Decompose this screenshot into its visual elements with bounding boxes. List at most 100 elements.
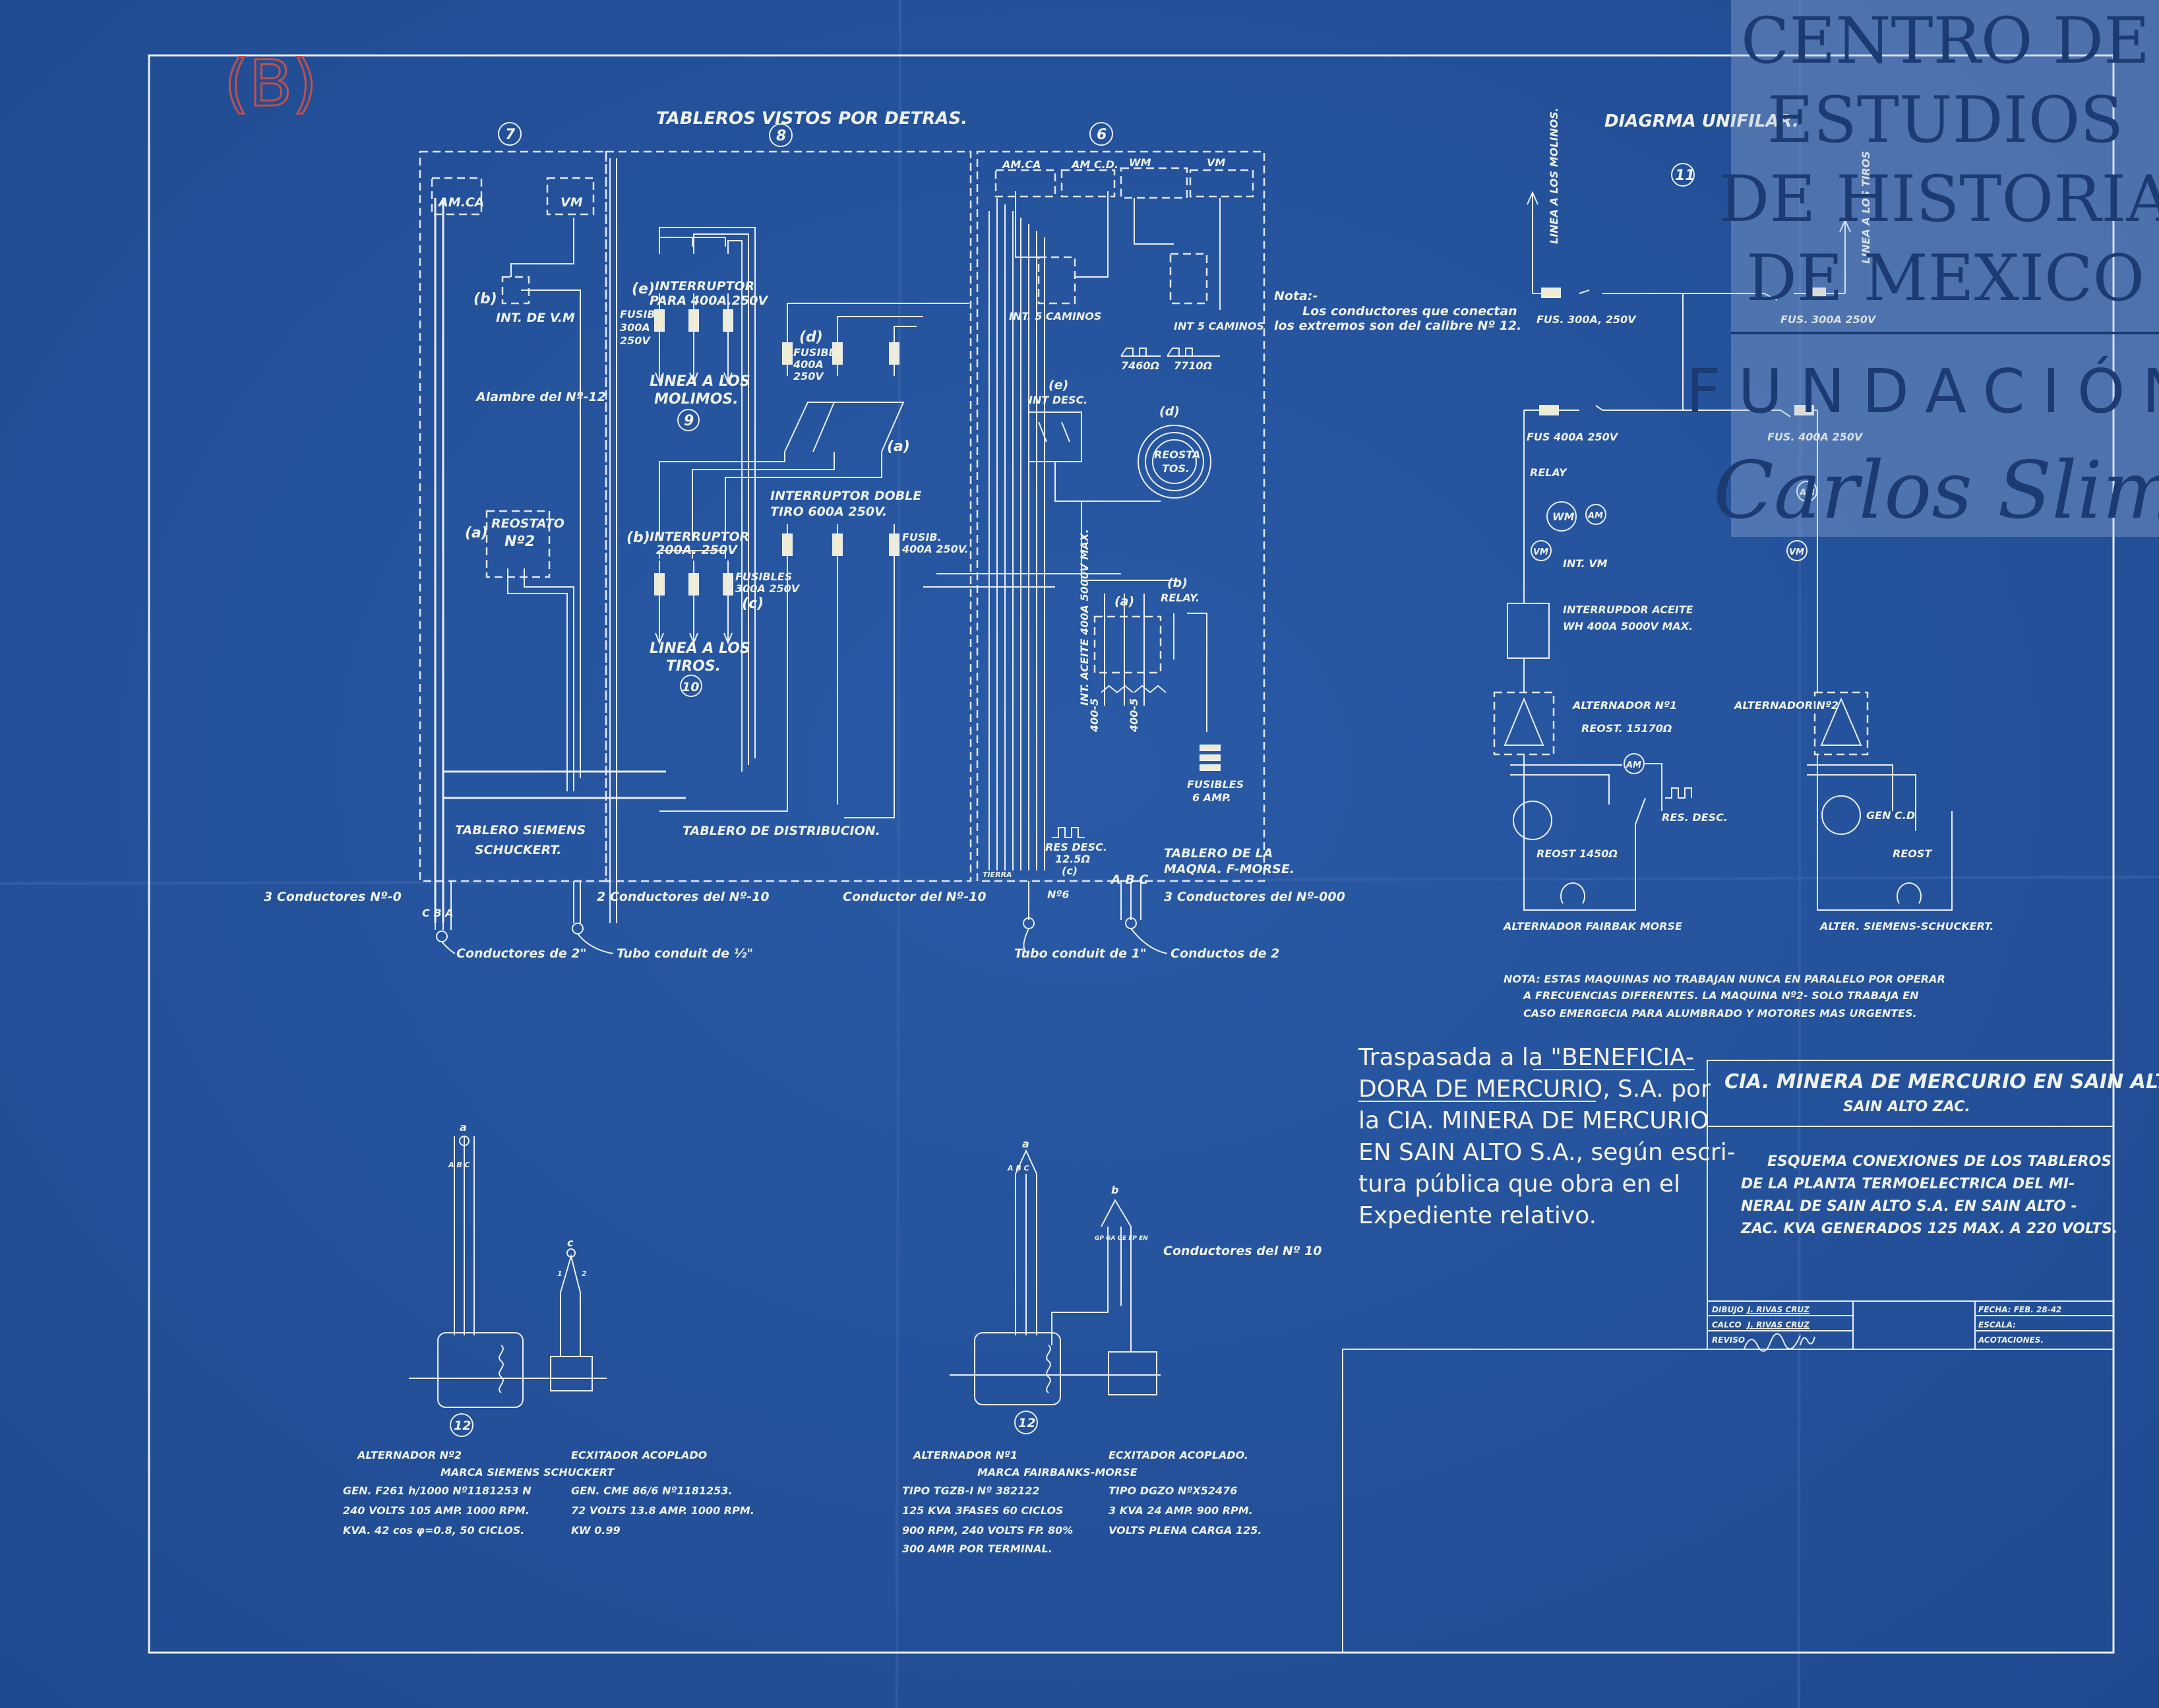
linea-tiros-label: LINEA A LOS TIROS	[1860, 151, 1872, 264]
stamp-letter: (B)	[224, 46, 319, 122]
conduit-c2: 2 Conductores del Nº-10	[597, 890, 770, 904]
right-phases-label: A B C	[1007, 1164, 1029, 1173]
reostato-label: REOSTATO	[491, 516, 564, 531]
meter-vm-6: VM	[1207, 156, 1225, 169]
am-meter-2: AM	[1626, 760, 1641, 770]
description-line-4: ZAC. KVA GENERADOS 125 MAX. A 220 VOLTS.	[1740, 1221, 2117, 1237]
mark-e: (e)	[632, 281, 655, 297]
wire-label: Alambre del Nº-12	[475, 390, 606, 404]
res-desc-value: 12.5Ω	[1055, 853, 1090, 865]
archive-watermark: CENTRO DE ESTUDIOS DE HISTORIA DE MEXICO…	[1686, 0, 2159, 537]
title-block: CIA. MINERA DE MERCURIO EN SAIN ALTO S.A…	[1342, 1060, 2159, 1653]
fusib300-label-3: 250V	[620, 334, 651, 347]
description-line-3: NERAL DE SAIN ALTO S.A. EN SAIN ALTO -	[1741, 1198, 2077, 1215]
molinos-label-2: MOLIMOS.	[654, 391, 739, 408]
alt2-spec: GEN. F261 h/1000 Nº1181253 N	[343, 1484, 532, 1497]
fusib400b-label-2: 400A 250V.	[901, 543, 969, 555]
caption-siemens: ALTER. SIEMENS-SCHUCKERT.	[1819, 920, 1993, 932]
am-meter-right: AM	[1799, 488, 1815, 498]
left-top-label: a	[460, 1121, 467, 1134]
vm-meter: VM	[1533, 547, 1548, 557]
panel-number-8: 8	[776, 128, 786, 144]
escala-field: ESCALA:	[1978, 1320, 2016, 1329]
fusibles-6amp-label-2: 6 AMP.	[1192, 791, 1231, 804]
mark-c-6: (c)	[1062, 865, 1078, 877]
alt1-spec: MARCA FAIRBANKS-MORSE	[977, 1466, 1138, 1479]
vm-meter-right: VM	[1789, 547, 1804, 557]
int400-label-1: INTERRUPTOR	[655, 279, 754, 293]
res-desc-label: RES DESC.	[1045, 841, 1107, 853]
conduit-n6: Nº6	[1047, 888, 1070, 901]
alt2-spec: ECXITADOR ACOPLADO	[571, 1449, 708, 1461]
watermark-line-3: DE HISTORIA	[1718, 162, 2159, 236]
tiros-label-1: LINEA A LOS	[650, 640, 750, 657]
panel-number-6: 6	[1097, 127, 1107, 143]
dibujo-value: J. RIVAS CRUZ	[1746, 1305, 1809, 1314]
fusible400-label-3: 250V	[793, 370, 824, 382]
meter-wm: WM	[1129, 156, 1151, 169]
alt1-spec: VOLTS PLENA CARGA 125.	[1109, 1524, 1262, 1537]
fusibles300-label-2: 300A 250V	[735, 582, 801, 595]
description-line-2: DE LA PLANTA TERMOELECTRICA DEL MI-	[1741, 1176, 2075, 1192]
fusib300-label-2: 300A	[620, 321, 650, 334]
calco-label: CALCO	[1712, 1320, 1742, 1329]
conduit-c3: Conductor del Nº-10	[843, 890, 987, 904]
fusib400b-label-1: FUSIB.	[902, 531, 942, 543]
mark-c: (c)	[742, 595, 764, 612]
alt2-specs: ALTERNADOR Nº2 ECXITADOR ACOPLADO MARCA …	[343, 1449, 754, 1537]
meter-vm: VM	[561, 195, 583, 210]
right-exc-label: b	[1111, 1184, 1118, 1196]
watermark-line-1: CENTRO DE	[1741, 4, 2150, 78]
panel-6-label-2: MAQNA. F-MORSE.	[1164, 862, 1294, 876]
res-desc-unifilar: RES. DESC.	[1662, 811, 1728, 824]
alt1-specs: ALTERNADOR Nº1 ECXITADOR ACOPLADO. MARCA…	[902, 1449, 1262, 1555]
company-title: CIA. MINERA DE MERCURIO EN SAIN ALTO S.A…	[1724, 1070, 2159, 1093]
alt2-spec: KW 0.99	[571, 1524, 621, 1537]
watermark-line-5: FUNDACIÓN	[1686, 355, 2159, 427]
alt2-spec: 72 VOLTS 13.8 AMP. 1000 RPM.	[571, 1504, 754, 1517]
int400-label-2: PARA 400A.250V	[650, 293, 768, 308]
am-meter: AM	[1587, 511, 1603, 521]
ct-2-label: 400-5	[1128, 698, 1140, 733]
panel-7-siemens: AM.CA VM (b) INT. DE V.M Alambre del Nº-…	[419, 150, 686, 923]
alt2-spec: KVA. 42 cos φ=0.8, 50 CICLOS.	[343, 1524, 524, 1537]
conduit-t3: Tubo conduit de 1"	[1014, 946, 1147, 961]
alt1-spec: 125 KVA 3FASES 60 CICLOS	[902, 1504, 1064, 1517]
meter-am-ca: AM.CA	[437, 195, 484, 210]
alt2-spec: 240 VOLTS 105 AMP. 1000 RPM.	[343, 1504, 530, 1517]
reviso-signature	[1744, 1333, 1815, 1352]
transfer-note: Traspasada a la "BENEFICIA- DORA DE MERC…	[1358, 1044, 1736, 1229]
watermark-line-4: DE MEXICO	[1746, 241, 2144, 315]
drawing-number-12a: 12	[454, 1418, 471, 1433]
int-aceite-label: INT. ACEITE 400A 5000V MAX.	[1078, 529, 1091, 706]
linea-molinos-label: LINEA A LOS MOLINOS.	[1548, 107, 1560, 244]
tierra-label: TIERRA	[983, 870, 1012, 879]
int-vm-unifilar: INT. VM	[1563, 557, 1608, 570]
panel-number-7: 7	[505, 127, 516, 143]
int200-label-2: 200A. 250V	[656, 543, 738, 557]
int-aceite-unifilar-2: WH 400A 5000V MAX.	[1563, 620, 1693, 632]
right-top-label: a	[1022, 1138, 1029, 1150]
alt2-spec: MARCA SIEMENS SCHUCKERT	[441, 1466, 615, 1479]
mark-a-switch: (a)	[887, 439, 910, 455]
conduit-t2: Tubo conduit de ½"	[617, 946, 753, 961]
transfer-line-2: DORA DE MERCURIO, S.A. por	[1358, 1076, 1711, 1103]
drawing-border	[148, 54, 2115, 1654]
panel-6-fairbanks-morse: AM.CA AM C.D. WM VM INT. 5 CAMINOS INT 5…	[976, 150, 1294, 887]
acotaciones-field: ACOTACIONES.	[1978, 1335, 2044, 1345]
left-exc-label: c	[567, 1236, 574, 1249]
reviso-label: REVISO	[1712, 1335, 1745, 1345]
alt2-spec: ALTERNADOR Nº2	[356, 1449, 462, 1461]
conduit-c4: 3 Conductores del Nº-000	[1164, 890, 1345, 904]
mark-b-6: (b)	[1167, 576, 1188, 590]
molinos-label-1: LINEA A LOS	[650, 373, 750, 390]
reost1-label: REOST. 15170Ω	[1581, 722, 1672, 735]
fusib300-label-1: FUSIB.	[620, 308, 659, 320]
conduit-t4: Conductos de 2	[1171, 946, 1279, 961]
fus300-right: FUS. 300A 250V	[1780, 313, 1877, 326]
dibujo-label: DIBUJO	[1712, 1305, 1744, 1314]
ct-1-label: 400-5	[1088, 698, 1101, 733]
panel-8-label: TABLERO DE DISTRIBUCION.	[683, 824, 880, 838]
relay-label: RELAY	[1530, 466, 1567, 479]
